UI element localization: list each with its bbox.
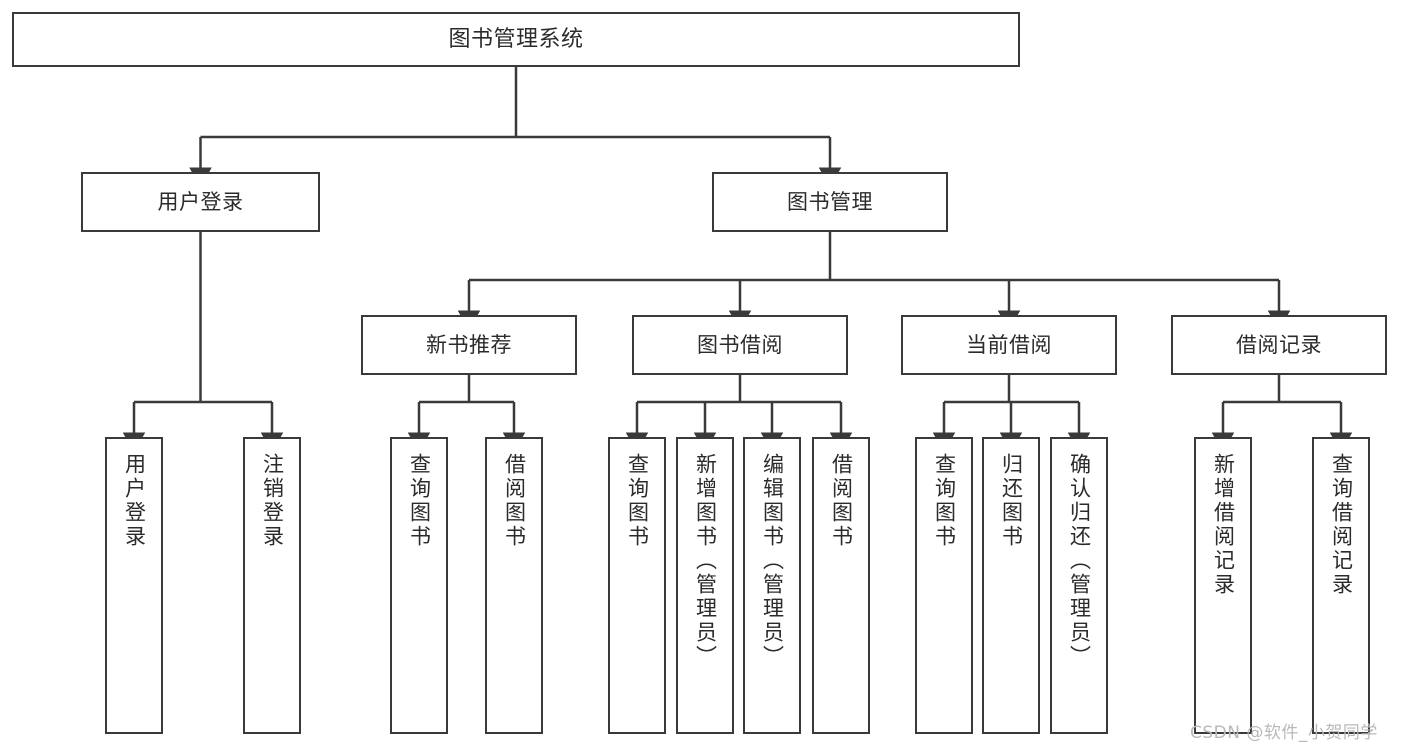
node-user-login[interactable]: 用户登录 xyxy=(81,172,320,232)
node-book-borrow[interactable]: 图书借阅 xyxy=(632,315,848,375)
node-label: 查询图书 xyxy=(932,453,957,549)
node-label: 借阅记录 xyxy=(1236,332,1322,357)
node-label: 用户登录 xyxy=(122,453,147,549)
node-label: 图书管理系统 xyxy=(448,26,584,52)
node-leaf-add-record[interactable]: 新增借阅记录 xyxy=(1194,437,1252,734)
node-label: 查询图书 xyxy=(625,453,650,549)
node-label: 确认归还（管理员） xyxy=(1067,453,1092,669)
node-root[interactable]: 图书管理系统 xyxy=(12,12,1020,67)
node-label: 用户登录 xyxy=(157,189,244,214)
node-leaf-borrow-book-1[interactable]: 借阅图书 xyxy=(485,437,543,734)
node-book-manage[interactable]: 图书管理 xyxy=(712,172,948,232)
node-borrow-record[interactable]: 借阅记录 xyxy=(1171,315,1387,375)
node-leaf-edit-book[interactable]: 编辑图书（管理员） xyxy=(743,437,801,734)
node-label: 新增借阅记录 xyxy=(1211,453,1236,597)
node-label: 借阅图书 xyxy=(829,453,854,549)
node-leaf-logout[interactable]: 注销登录 xyxy=(243,437,301,734)
node-leaf-query-book-1[interactable]: 查询图书 xyxy=(390,437,448,734)
node-leaf-add-book[interactable]: 新增图书（管理员） xyxy=(676,437,734,734)
node-label: 查询图书 xyxy=(407,453,432,549)
node-leaf-borrow-book-2[interactable]: 借阅图书 xyxy=(812,437,870,734)
node-label: 新增图书（管理员） xyxy=(693,453,718,669)
node-label: 图书借阅 xyxy=(697,332,783,357)
node-leaf-return-book[interactable]: 归还图书 xyxy=(982,437,1040,734)
node-label: 查询借阅记录 xyxy=(1329,453,1354,597)
node-current-borrow[interactable]: 当前借阅 xyxy=(901,315,1117,375)
node-label: 借阅图书 xyxy=(502,453,527,549)
node-new-book-recommend[interactable]: 新书推荐 xyxy=(361,315,577,375)
node-label: 当前借阅 xyxy=(966,332,1052,357)
node-leaf-query-book-2[interactable]: 查询图书 xyxy=(608,437,666,734)
csdn-watermark: CSDN @软件_小贺同学 xyxy=(1190,723,1378,743)
node-leaf-user-login[interactable]: 用户登录 xyxy=(105,437,163,734)
node-label: 图书管理 xyxy=(787,189,873,214)
node-label: 新书推荐 xyxy=(426,332,512,357)
node-leaf-confirm-return[interactable]: 确认归还（管理员） xyxy=(1050,437,1108,734)
node-label: 编辑图书（管理员） xyxy=(760,453,785,669)
node-leaf-query-book-3[interactable]: 查询图书 xyxy=(915,437,973,734)
node-label: 归还图书 xyxy=(999,453,1024,549)
node-leaf-query-record[interactable]: 查询借阅记录 xyxy=(1312,437,1370,734)
node-label: 注销登录 xyxy=(260,453,285,549)
